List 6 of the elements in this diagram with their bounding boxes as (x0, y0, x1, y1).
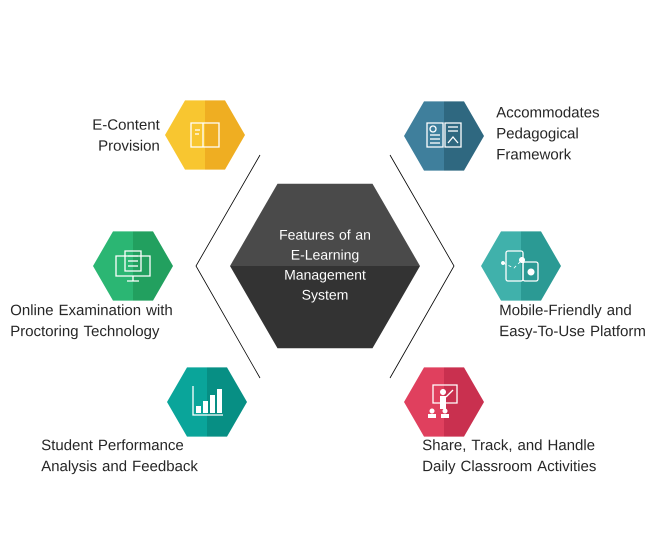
feature-label: E-Content Provision (94, 119, 160, 151)
feature-label: Student Performance Analysis and Feedback (41, 439, 198, 474)
feature-label: Accommodates Pedagogical Framework (496, 106, 600, 160)
feature-label: Mobile-Friendly and Easy-To-Use Platform (500, 304, 645, 340)
feature-label: Online Examination with Proctoring Technology (10, 304, 172, 340)
feature-label: Share, Track, and Handle Daily Classroom Activities (422, 439, 596, 474)
